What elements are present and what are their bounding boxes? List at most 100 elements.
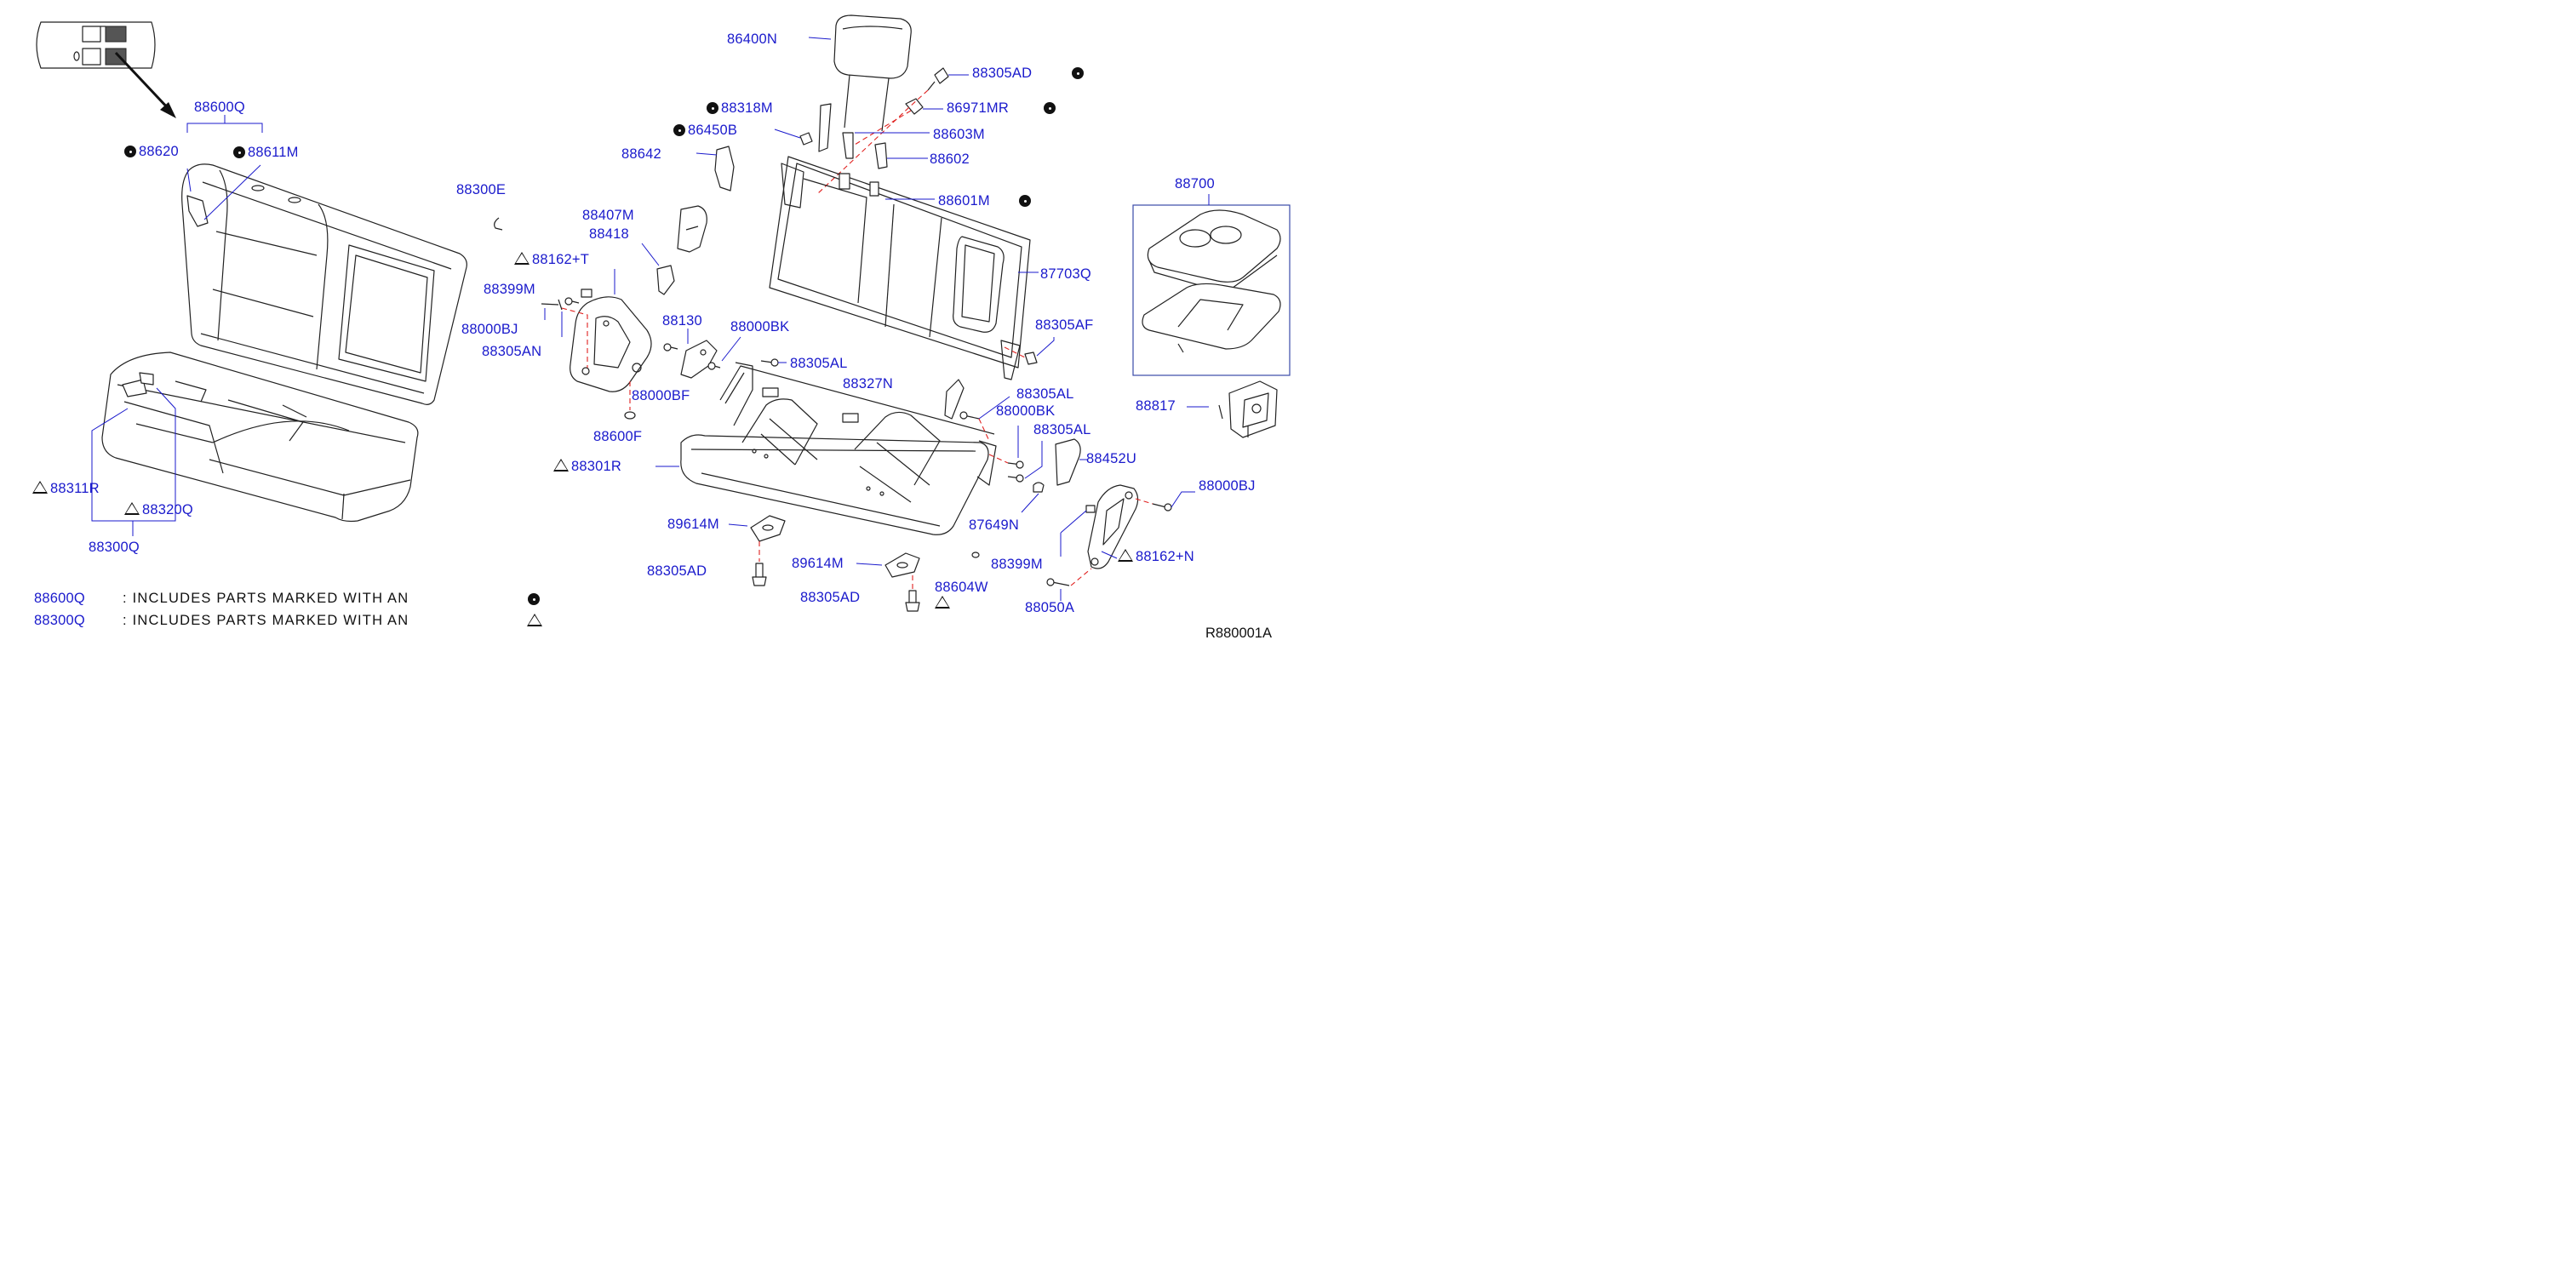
solid-circle-icon: [1072, 67, 1084, 79]
label-88620: 88620: [124, 145, 179, 159]
label-88318m: 88318M: [707, 101, 773, 116]
label-88603m: 88603M: [933, 127, 985, 142]
seat-back-assembly: [181, 163, 467, 405]
strap-88318m: [818, 103, 832, 152]
pad-89614m-a: [728, 515, 786, 586]
hinge-88130: [663, 329, 741, 379]
label-88305ad-bot: 88305AD: [800, 590, 861, 605]
clip-88418: [656, 265, 675, 295]
label-88452u: 88452U: [1086, 451, 1136, 466]
label-88817: 88817: [1136, 398, 1176, 414]
label-89614m-b: 89614M: [792, 556, 844, 571]
legend-text-row2: : INCLUDES PARTS MARKED WITH AN: [123, 613, 409, 628]
label-89614m-a: 89614M: [667, 517, 719, 532]
label-88311r: 88311R: [32, 481, 100, 496]
open-triangle-icon: [32, 481, 48, 494]
label-88000bk-mid: 88000BK: [996, 403, 1056, 419]
label-88000bj-left: 88000BJ: [461, 322, 518, 337]
label-88399m-right: 88399M: [991, 557, 1043, 572]
parts-diagram: 86400N 88305AD 88318M 86971MR 86450B 886…: [0, 0, 1321, 648]
label-88000bk-top: 88000BK: [730, 319, 790, 334]
trim-88327n: [944, 379, 965, 420]
reference-code: R880001A: [1205, 626, 1272, 641]
headrest-86400n: [808, 14, 912, 132]
label-88305af: 88305AF: [1035, 317, 1094, 333]
label-88162-t: 88162+T: [514, 252, 589, 267]
label-88305an: 88305AN: [482, 344, 542, 359]
label-86400n: 86400N: [727, 31, 777, 47]
legend-text-row1: : INCLUDES PARTS MARKED WITH AN: [123, 591, 409, 606]
label-88320q: 88320Q: [124, 502, 193, 517]
legend-part-88600q: 88600Q: [34, 591, 85, 606]
label-88300q: 88300Q: [89, 540, 140, 555]
seat-cushion-frame-88301r: [655, 362, 997, 535]
cover-88452u: [1055, 438, 1088, 486]
trim-cover-88407m: [677, 205, 707, 253]
label-88399m-left: 88399M: [484, 282, 535, 297]
guide-88602: [874, 142, 888, 169]
solid-circle-icon: [528, 593, 540, 605]
solid-circle-icon: [124, 146, 136, 157]
label-88611m: 88611M: [233, 146, 299, 160]
label-88642: 88642: [621, 146, 661, 162]
label-88418: 88418: [589, 226, 629, 242]
label-88600q: 88600Q: [194, 100, 245, 115]
label-88407m: 88407M: [582, 208, 634, 223]
solid-circle-icon: [707, 102, 718, 114]
bracket-88642: [696, 146, 735, 191]
solid-circle-icon: [1044, 102, 1056, 114]
open-triangle-icon: [527, 614, 542, 626]
label-87703q: 87703Q: [1040, 266, 1091, 282]
clip-88300e: [494, 217, 503, 231]
label-88305ad-top: 88305AD: [972, 66, 1033, 81]
label-87649n: 87649N: [969, 517, 1019, 533]
bolt-88305al-a: [760, 358, 787, 367]
striker-88817: [1187, 380, 1278, 438]
solid-circle-icon: [233, 146, 245, 158]
label-88301r: 88301R: [553, 459, 621, 474]
leader-lines-left: [91, 115, 263, 536]
bolt-88305ad-top: [927, 67, 969, 91]
hinge-bracket-right: [1046, 484, 1195, 601]
guide-86971mr: [905, 98, 924, 115]
washer-88604w: [971, 551, 980, 558]
label-88601m: 88601M: [938, 193, 990, 209]
seat-cushion-assembly: [101, 351, 419, 523]
vehicle-locator-icon: [36, 21, 176, 118]
seat-back-frame-88601m: [769, 156, 1055, 380]
hinge-bracket-left: [541, 289, 652, 420]
armrest-box-88700: [1132, 194, 1291, 376]
nut-86450b: [799, 132, 813, 146]
label-88050a: 88050A: [1025, 600, 1075, 615]
open-triangle-icon: [553, 459, 569, 471]
label-88327n: 88327N: [843, 376, 893, 391]
open-triangle-icon: [1118, 549, 1133, 562]
open-triangle-icon: [514, 252, 530, 265]
label-88305al-c: 88305AL: [1033, 422, 1091, 437]
label-88602: 88602: [930, 151, 970, 167]
label-88600f: 88600F: [593, 429, 643, 444]
solid-circle-icon: [1019, 195, 1031, 207]
label-88000bj-right: 88000BJ: [1199, 478, 1256, 494]
label-88305al-b: 88305AL: [1016, 386, 1074, 402]
open-triangle-icon: [935, 596, 950, 609]
label-88305ad-mid: 88305AD: [647, 563, 707, 579]
bolt-88000bk-mid: [988, 426, 1024, 469]
leader-lines-bracket: [544, 269, 615, 337]
cap-87649n: [1033, 482, 1045, 493]
label-88604w: 88604W: [935, 580, 988, 595]
label-88300e: 88300E: [456, 182, 507, 197]
label-86971mr: 86971MR: [947, 100, 1009, 116]
diagram-artwork: [36, 14, 1291, 612]
bolt-88305al-c: [1007, 441, 1043, 483]
label-86450b: 86450B: [673, 123, 737, 138]
label-88700: 88700: [1175, 176, 1215, 191]
label-88305al-a: 88305AL: [790, 356, 848, 371]
pad-89614m-b: [856, 552, 920, 612]
open-triangle-icon: [124, 502, 140, 515]
guide-88603m: [842, 132, 854, 159]
label-88000bf: 88000BF: [632, 388, 690, 403]
solid-circle-icon: [673, 124, 685, 136]
bolt-88305al-b: [959, 396, 1010, 442]
label-88162-n: 88162+N: [1118, 549, 1194, 564]
